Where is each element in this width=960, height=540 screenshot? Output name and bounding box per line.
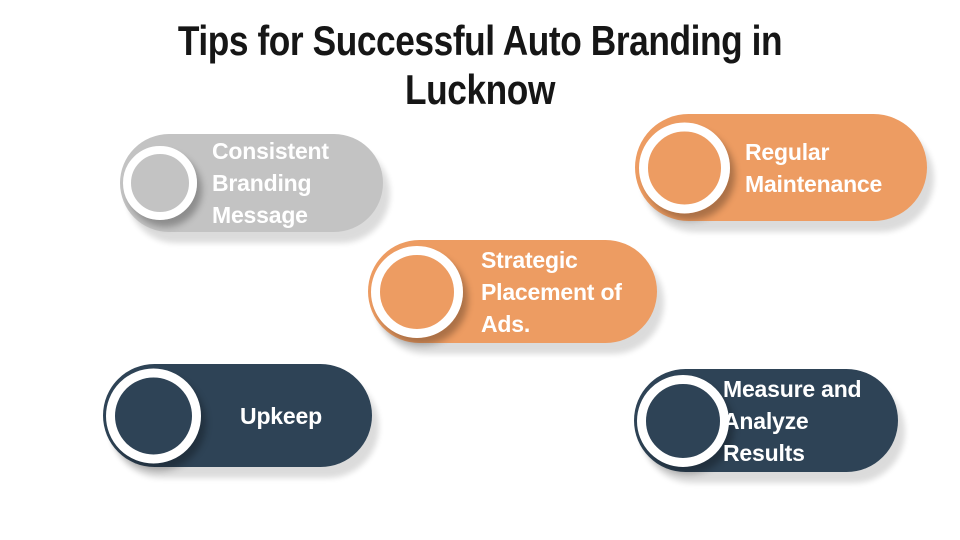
pill-label-line: Consistent [212, 138, 329, 164]
ring-bullet-icon [637, 374, 729, 467]
pill-label-line: Results [723, 439, 805, 466]
pill-consistent-branding-message: Consistent Branding Message [120, 134, 383, 232]
pill-label: Regular Maintenance [745, 136, 882, 200]
pill-label-line: Placement of [481, 278, 622, 305]
pill-label: Measure and Analyze Results [723, 373, 862, 469]
page-title-line-2: Lucknow [405, 66, 555, 113]
pill-label: Strategic Placement of Ads. [481, 244, 622, 340]
page-title-line-1: Tips for Successful Auto Branding in [177, 17, 783, 64]
ring-bullet-icon [123, 146, 197, 220]
pill-measure-and-analyze-results: Measure and Analyze Results [634, 369, 898, 472]
pill-label-line: Strategic [481, 246, 578, 273]
pill-strategic-placement-of-ads: Strategic Placement of Ads. [368, 240, 657, 343]
pill-label-line: Maintenance [745, 170, 883, 197]
pill-label-line: Measure and [723, 375, 862, 402]
pill-label-line: Upkeep [240, 402, 322, 429]
ring-bullet-icon [106, 368, 201, 463]
pill-label-line: Analyze [723, 407, 809, 434]
pill-upkeep: Upkeep [103, 364, 372, 467]
pill-label-line: Message [212, 202, 308, 228]
ring-bullet-icon [639, 122, 730, 213]
pill-label-line: Regular [745, 138, 830, 165]
pill-label-line: Ads. [481, 310, 531, 337]
pill-regular-maintenance: Regular Maintenance [635, 114, 927, 221]
pill-label: Upkeep [208, 400, 354, 432]
ring-bullet-icon [371, 245, 463, 338]
page-title: Tips for Successful Auto Branding in Luc… [77, 16, 883, 114]
pill-label: Consistent Branding Message [212, 135, 329, 231]
pill-label-line: Branding [212, 170, 312, 196]
